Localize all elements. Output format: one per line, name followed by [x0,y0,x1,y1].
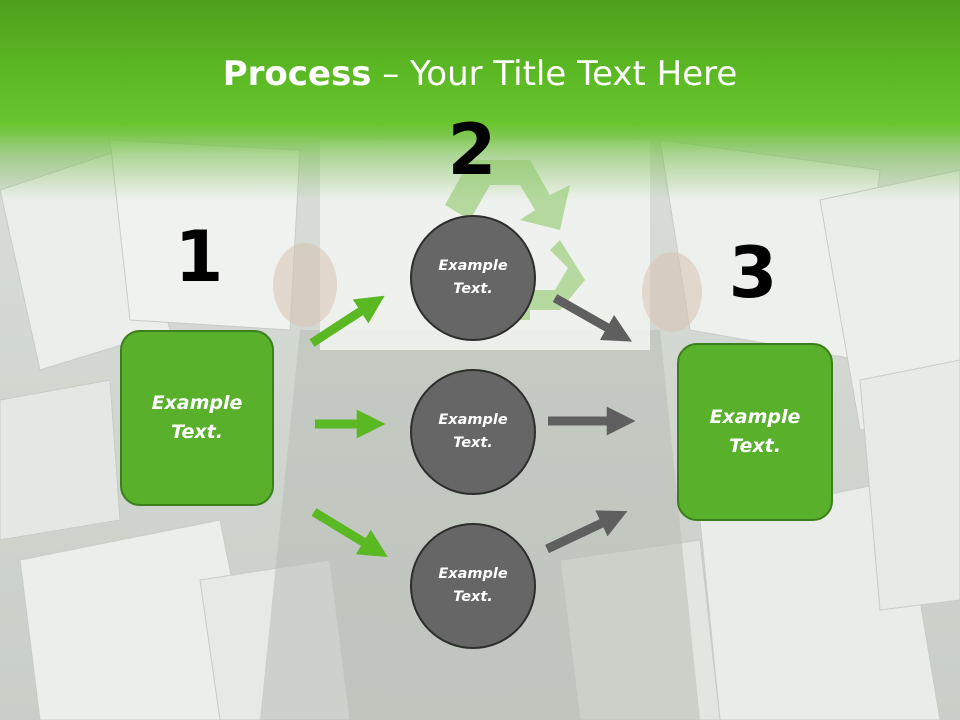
title-bold: Process [222,54,372,94]
step-number-2: 2 [447,109,497,191]
title-rest: – Your Title Text Here [371,54,738,94]
step-1-box[interactable]: Example Text. [120,330,274,506]
slide-title: Process – Your Title Text Here [0,52,960,96]
circle-2[interactable]: Example Text. [410,369,536,495]
step-number-1: 1 [174,216,224,298]
step-3-box[interactable]: Example Text. [677,343,833,521]
step-number-3: 3 [728,232,778,314]
circle-3[interactable]: Example Text. [410,523,536,649]
circle-1[interactable]: Example Text. [410,215,536,341]
